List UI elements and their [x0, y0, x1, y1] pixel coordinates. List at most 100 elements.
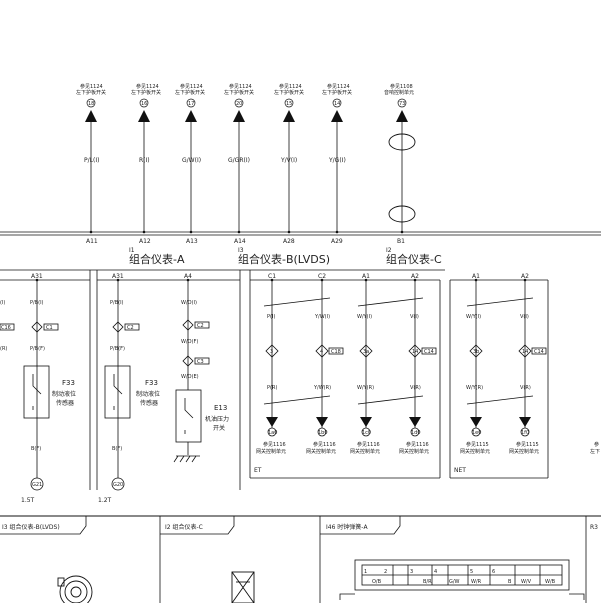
net-ref-desc-1: 网关控制单元 — [460, 448, 490, 455]
panel-title-r3: R3 — [590, 524, 598, 531]
et-ref-desc-2: 网关控制单元 — [306, 448, 336, 455]
pin-A4: A4 — [184, 273, 192, 280]
variant-12t: 1.2T — [98, 497, 112, 504]
net-end-1: 1e0 — [472, 430, 481, 436]
et-end-1: 1a0 — [268, 430, 277, 436]
et-block — [249, 270, 441, 479]
panel-title-i2: I2 组合仪表-C — [165, 523, 203, 531]
right-edge-fragment: 参 左下 — [590, 441, 600, 455]
i46-wire-1: O/B — [372, 579, 382, 585]
i46-pin-1: 1 — [364, 569, 367, 575]
i46-pin-4: 4 — [434, 569, 437, 575]
et-wire-bot-4: V(R) — [410, 385, 421, 391]
et-pin-3: A1 — [362, 273, 370, 280]
pin-A29: A29 — [331, 238, 343, 245]
net-node-2: 14 — [522, 349, 528, 355]
et-node-3: 3a — [363, 349, 369, 355]
wire-wo-f: W/O(F) — [181, 339, 198, 345]
top-ref-1: 参见1124 — [80, 83, 103, 90]
conn-c2b: C2 — [197, 323, 204, 329]
ground-g21: G21 — [32, 482, 42, 488]
top-ref-3-desc: 左下护板开关 — [175, 89, 205, 96]
top-ref-5: 参见1124 — [279, 83, 302, 90]
net-junctions — [474, 278, 527, 282]
pin-A13: A13 — [186, 238, 198, 245]
net-arrows — [470, 417, 531, 427]
i46-pin-labels: 1 2 3 4 5 6 O/B B/R G/W W/R B W/V W/B — [364, 569, 556, 585]
bus-lines — [0, 231, 601, 236]
conn-c3: C3 — [197, 359, 204, 365]
i46-connector-drawing — [339, 559, 585, 600]
wire-label-1: P/L(I) — [84, 157, 99, 164]
wire-label-3: G/W(I) — [182, 157, 201, 164]
et-node-1: 3 — [270, 349, 273, 355]
wire-pb-i2: P/B(I) — [110, 300, 124, 306]
upper-pin-labels: A11 A12 A13 A14 A28 A29 B1 — [86, 238, 405, 245]
top-arrows — [85, 110, 408, 122]
f33b-name-1: 制动液位 — [136, 390, 160, 398]
net-labels: A1 A2 W/Y(I) V(I) 3b 14 C14 W/Y(R) V(R) … — [454, 273, 544, 474]
net-conn-c14: C14 — [534, 349, 544, 355]
i46-pin-3: 3 — [410, 569, 413, 575]
et-wire-top-3: W/Y(I) — [357, 314, 372, 320]
i46-wire-7: W/B — [545, 579, 556, 585]
i46-wire-5: B — [508, 579, 512, 585]
wire-pb-i: P/B(I) — [30, 300, 44, 306]
pin-A14: A14 — [234, 238, 246, 245]
node-label-4: 20 — [236, 101, 242, 107]
et-pin-2: C2 — [318, 273, 326, 280]
node-label-1: 18 — [88, 101, 94, 107]
e13-name-2: 开关 — [213, 424, 225, 432]
bottom-panel-frames — [0, 516, 587, 603]
et-ref-desc-4: 网关控制单元 — [399, 448, 429, 455]
group-code-I3: I3 — [238, 247, 244, 254]
top-ref-4-desc: 左下护板开关 — [224, 89, 254, 96]
et-wire-top-4: V(I) — [410, 314, 419, 320]
et-junctions — [270, 278, 417, 282]
connector-group-labels: I1 组合仪表-A I3 组合仪表-B(LVDS) I2 组合仪表-C — [129, 247, 442, 266]
et-ref-desc-1: 网关控制单元 — [256, 448, 286, 455]
i2-connector-drawing — [231, 571, 255, 603]
right-edge-ref: 参 — [594, 441, 599, 448]
left-edge-wire-2: (R) — [0, 346, 7, 352]
top-node-labels: 18 16 17 20 15 14 73 — [88, 101, 405, 107]
et-end-3: 1c0 — [362, 430, 371, 436]
et-end-2: 1b0 — [318, 430, 328, 436]
net-wire-bot-1: W/Y(R) — [466, 385, 483, 391]
i46-pin-5: 5 — [470, 569, 473, 575]
right-edge-desc: 左下 — [590, 448, 600, 455]
conn-c16: C16 — [1, 325, 11, 331]
pin-A28: A28 — [283, 238, 295, 245]
i46-wire-2: B/R — [423, 579, 432, 585]
et-ref-2: 参见1116 — [313, 441, 336, 448]
group-name-I1: 组合仪表-A — [129, 252, 185, 266]
f33-code: F33 — [62, 379, 75, 387]
top-ref-1-desc: 左下护板开关 — [76, 89, 106, 96]
conn-c2: C2 — [127, 325, 134, 331]
top-ref-2-desc: 左下护板开关 — [131, 89, 161, 96]
wire-wo-i: W/O(I) — [181, 300, 197, 306]
wire-label-6: Y/G(I) — [328, 157, 346, 164]
left-block-junctions — [35, 278, 190, 282]
top-ref-6: 参见1124 — [327, 83, 350, 90]
wire-pb-f2: P/B(F) — [110, 346, 125, 352]
et-ref-3: 参见1116 — [357, 441, 380, 448]
pin-A31a: A31 — [31, 273, 43, 280]
net-wire-top-2: V(I) — [520, 314, 529, 320]
top-ref-7: 参见1108 — [390, 83, 413, 90]
wire-wo-e: W/O(E) — [181, 374, 199, 380]
top-ref-2: 参见1124 — [136, 83, 159, 90]
i46-wire-3: G/W — [449, 579, 460, 585]
left-block-labels: A31 A31 A4 P/B(I) P/B(I) W/O(I) C1 C2 C2… — [0, 273, 229, 504]
conn-c1: C1 — [46, 325, 53, 331]
panel-title-i3: I3 组合仪表-B(LVDS) — [2, 523, 60, 531]
top-ref-4: 参见1124 — [229, 83, 252, 90]
net-pin-2: A2 — [521, 273, 529, 280]
i46-pin-6: 6 — [492, 569, 495, 575]
net-ref-2: 参见1115 — [516, 441, 539, 448]
node-label-7: 73 — [399, 101, 405, 107]
pin-A12: A12 — [139, 238, 151, 245]
et-conn-c18: C18 — [331, 349, 341, 355]
et-label: ET — [254, 467, 262, 474]
